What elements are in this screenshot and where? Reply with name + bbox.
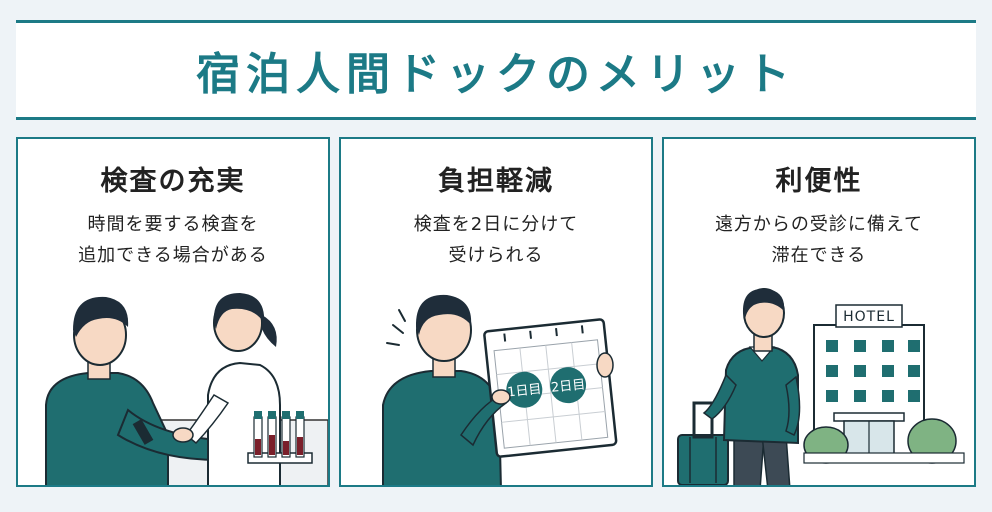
- hotel-sign: HOTEL: [843, 309, 895, 325]
- card-description: 検査を2日に分けて 受けられる: [413, 214, 579, 266]
- calendar-day1-label: 1日目: [507, 382, 543, 401]
- card-title: 検査の充実: [100, 166, 246, 197]
- calendar-day2-label: 2日目: [550, 377, 586, 396]
- card-description: 遠方からの受診に備えて 滞在できる: [714, 214, 924, 266]
- calendar-illustration: 1日目 2日目: [382, 294, 618, 485]
- card-exam-enrichment: 検査の充実 時間を要する検査を 追加できる場合がある: [16, 137, 330, 487]
- page-title: 宿泊人間ドックのメリット: [196, 49, 796, 100]
- card-title: 負担軽減: [438, 166, 554, 197]
- card-title: 利便性: [775, 166, 863, 197]
- card-convenience: 利便性 遠方からの受診に備えて 滞在できる HOTEL: [662, 137, 976, 487]
- header-banner: 宿泊人間ドックのメリット: [16, 20, 976, 120]
- card-burden-reduction: 負担軽減 検査を2日に分けて 受けられる: [339, 137, 653, 487]
- card-description: 時間を要する検査を 追加できる場合がある: [78, 214, 268, 266]
- hotel-traveler-illustration: HOTEL: [677, 288, 965, 485]
- blood-test-illustration: [45, 293, 328, 485]
